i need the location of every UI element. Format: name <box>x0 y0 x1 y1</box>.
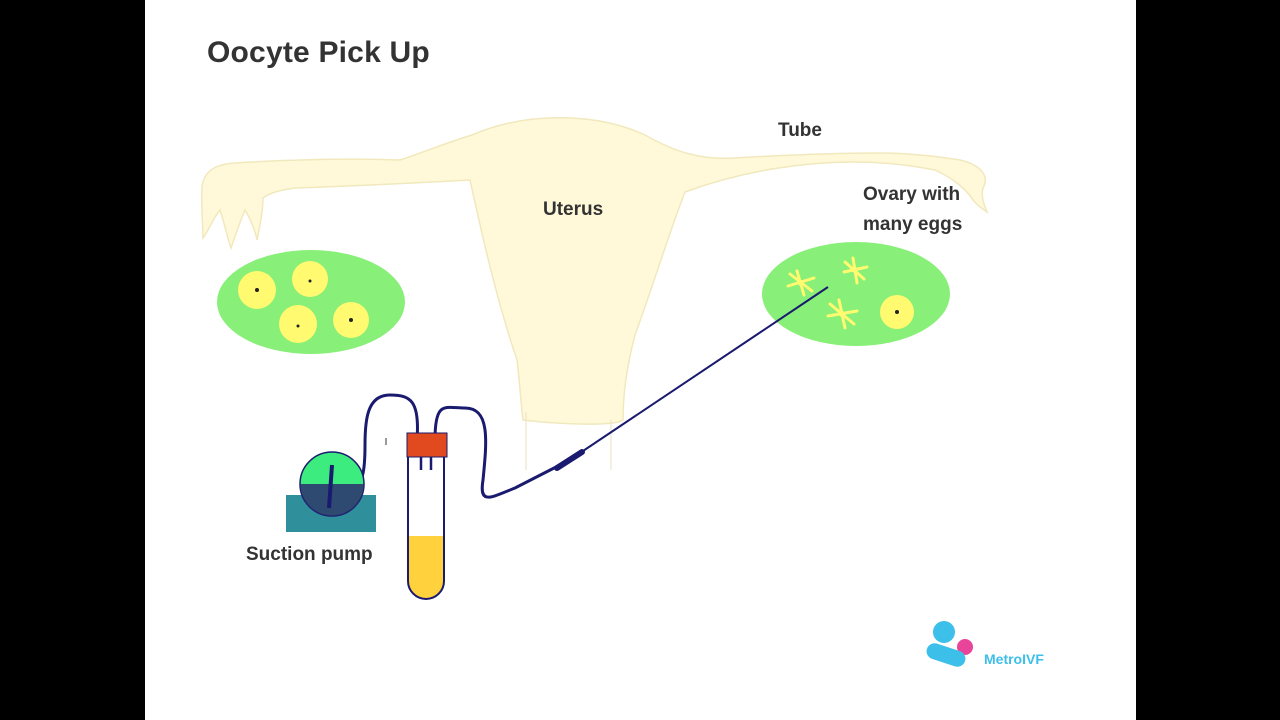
tube-label: Tube <box>778 120 822 141</box>
egg <box>333 302 369 338</box>
tubing-to-pump <box>355 393 420 489</box>
egg <box>238 271 276 309</box>
egg <box>292 261 328 297</box>
pump-needle <box>327 464 334 509</box>
aspirated-egg-star <box>842 256 869 285</box>
slide-title: Oocyte Pick Up <box>207 36 430 69</box>
tubing-to-needle <box>433 405 559 499</box>
aspirated-egg-star <box>826 298 859 330</box>
uterus-label: Uterus <box>543 199 604 220</box>
collection-tube-fluid <box>408 536 444 599</box>
ovary-label-line2: many eggs <box>863 214 963 235</box>
slide: Oocyte Pick Up Tube Uterus Ovary with ma… <box>145 0 1136 720</box>
collection-tube-cap <box>406 432 448 458</box>
right-ovary <box>762 242 950 346</box>
needle-hub <box>554 449 585 471</box>
aspirated-egg-star <box>786 269 816 297</box>
ovary-label-line1: Ovary with <box>863 184 961 205</box>
egg <box>279 305 317 343</box>
uterus-shape <box>200 117 989 425</box>
egg <box>880 295 914 329</box>
metroivf-logo-text: MetroIVF <box>984 651 1044 667</box>
oocyte-diagram <box>200 117 989 667</box>
pump-dial-lower <box>300 484 364 516</box>
collection-tube-glass <box>407 455 445 600</box>
metroivf-logo-icon <box>926 621 973 667</box>
aspiration-needle <box>576 286 829 456</box>
suction-pump-label: Suction pump <box>246 544 373 565</box>
